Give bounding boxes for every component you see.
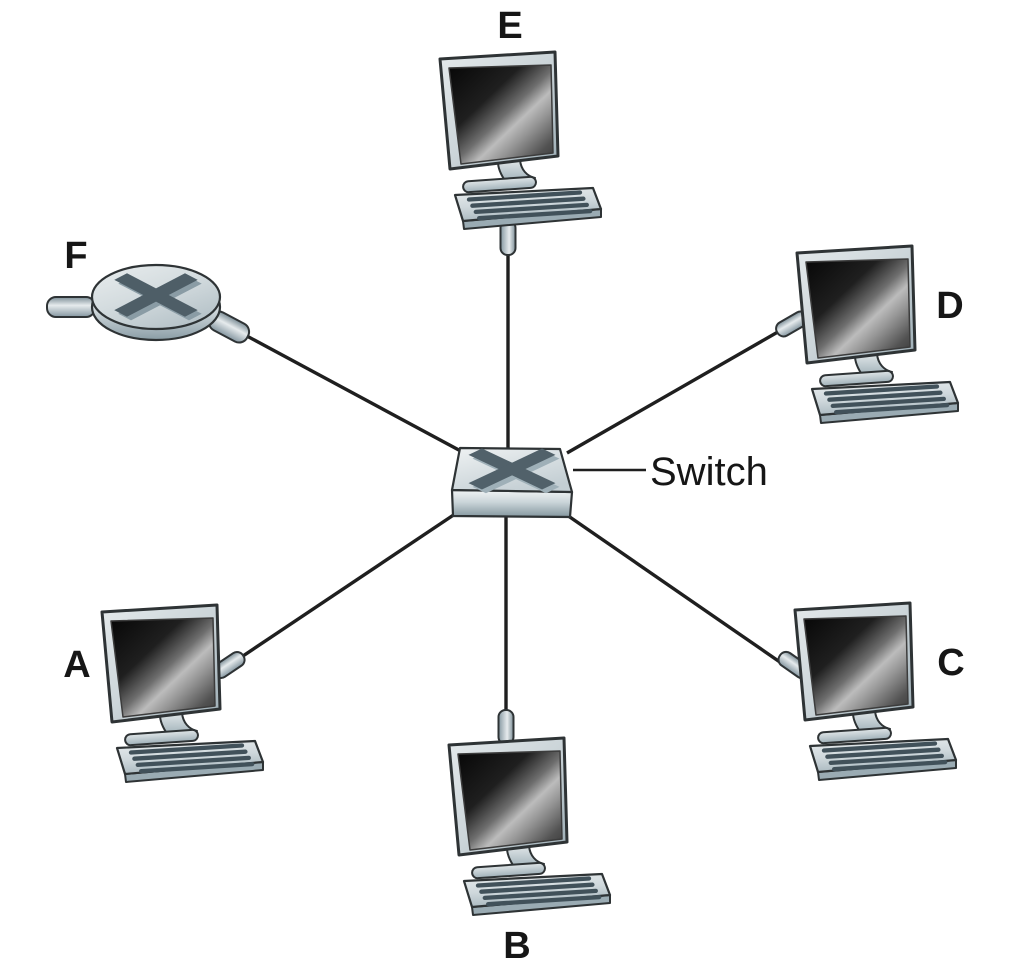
- node-label-f: F: [64, 235, 87, 277]
- link-a-switch: [233, 510, 459, 664]
- router-port-left: [46, 296, 96, 318]
- node-label-d: D: [936, 285, 963, 327]
- computer-d-icon: [797, 246, 958, 423]
- router-f-icon: [46, 263, 251, 344]
- node-label-c: C: [937, 642, 964, 684]
- computer-a-icon: [102, 605, 263, 782]
- link-c-switch: [563, 511, 791, 671]
- plug-b-icon: [497, 709, 515, 745]
- link-d-switch: [566, 323, 791, 455]
- node-label-e: E: [497, 5, 522, 47]
- switch-label: Switch: [650, 450, 768, 494]
- switch-icon: [450, 446, 574, 519]
- links: [231, 248, 791, 718]
- node-label-b: B: [503, 925, 530, 967]
- computer-e-icon: [440, 52, 601, 229]
- switch-front-face: [450, 488, 574, 519]
- node-label-a: A: [63, 644, 90, 686]
- computer-b-icon: [449, 738, 610, 915]
- router-cross-mark: [114, 273, 202, 321]
- switch-cross-mark: [468, 448, 560, 494]
- link-f-switch: [231, 326, 471, 458]
- computer-c-icon: [795, 603, 956, 780]
